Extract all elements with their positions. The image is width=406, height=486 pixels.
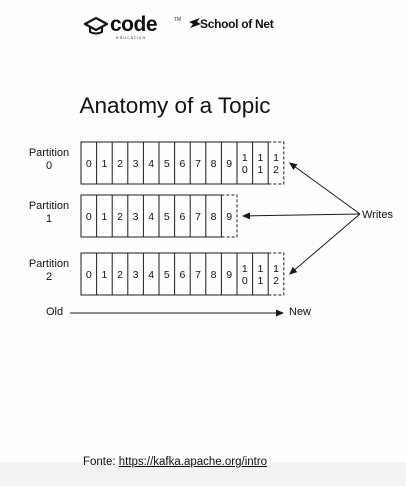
record-offset: 7 (195, 269, 201, 281)
partition-label-name: Partition (28, 258, 70, 270)
record-offset: 6 (179, 158, 185, 170)
record-offset: 1 (101, 269, 107, 281)
logo-trademark: TM (174, 17, 182, 23)
next-write-slot (268, 252, 285, 296)
next-write-slot (268, 141, 285, 185)
record-offset: 1 (242, 263, 248, 275)
school-of-net-icon (189, 18, 201, 28)
write-arrow (289, 213, 361, 275)
write-arrow (288, 162, 361, 215)
writes-label: Writes (362, 209, 393, 221)
record-offset: 0 (86, 269, 92, 281)
record-offset: 8 (211, 269, 217, 281)
record-offset: 7 (195, 211, 201, 223)
partition-label-number: 0 (45, 160, 53, 172)
record-offset: 5 (164, 158, 170, 170)
next-write-offset: 2 (273, 275, 279, 287)
record-offset: 0 (242, 275, 248, 287)
record-offset: 1 (101, 158, 107, 170)
partition-label-name: Partition (28, 147, 70, 159)
record-offset: 3 (133, 211, 139, 223)
record-offset: 0 (242, 164, 248, 176)
diagram-title: Anatomy of a Topic (0, 93, 350, 119)
logo-code-text: code (110, 13, 158, 36)
record-offset: 8 (211, 158, 217, 170)
partition-log-border (80, 194, 222, 238)
record-offset: 1 (257, 164, 263, 176)
record-offset: 2 (117, 269, 123, 281)
record-offset: 5 (164, 211, 170, 223)
record-offset: 2 (117, 211, 123, 223)
record-offset: 1 (242, 152, 248, 164)
next-write-slot (221, 194, 238, 238)
axis-new-label: New (289, 306, 312, 318)
record-offset: 2 (117, 158, 123, 170)
header-logos: code education TM School of Net (84, 13, 324, 40)
write-arrow (242, 212, 361, 220)
next-write-offset: 1 (273, 263, 279, 275)
record-offset: 6 (179, 211, 185, 223)
partition-label-name: Partition (28, 200, 70, 212)
record-offset: 1 (257, 263, 263, 275)
record-offset: 1 (101, 211, 107, 223)
logo-tagline: education (116, 35, 147, 40)
record-offset: 4 (148, 211, 154, 223)
source-link[interactable]: https://kafka.apache.org/intro (118, 456, 268, 468)
record-offset: 6 (179, 269, 185, 281)
record-offset: 5 (164, 269, 170, 281)
source-prefix: Fonte: (82, 456, 119, 468)
partition-label-number: 2 (45, 271, 53, 283)
graduation-cap-icon (84, 16, 108, 35)
record-offset: 7 (195, 158, 201, 170)
partition-label-number: 1 (45, 213, 53, 225)
record-offset: 8 (211, 211, 217, 223)
write-arrows (70, 162, 361, 317)
next-write-offset: 2 (273, 164, 279, 176)
record-offset: 0 (86, 211, 92, 223)
record-offset: 4 (148, 269, 154, 281)
record-offset: 1 (257, 152, 263, 164)
record-offset: 3 (133, 158, 139, 170)
diagram-title-text: Anatomy of a Topic (79, 93, 271, 118)
record-offset: 3 (133, 269, 139, 281)
bottom-strip (0, 462, 406, 486)
next-write-offset: 1 (273, 152, 279, 164)
record-offset: 0 (86, 158, 92, 170)
record-offset: 9 (226, 269, 232, 281)
next-write-offset: 9 (226, 211, 232, 223)
source-line: Fonte: https://kafka.apache.org/intro (0, 456, 350, 468)
record-offset: 4 (148, 158, 154, 170)
record-offset: 9 (226, 158, 232, 170)
record-offset: 1 (257, 275, 263, 287)
logo-school-text: School of Net (200, 17, 274, 31)
axis-old-label: Old (46, 306, 64, 318)
